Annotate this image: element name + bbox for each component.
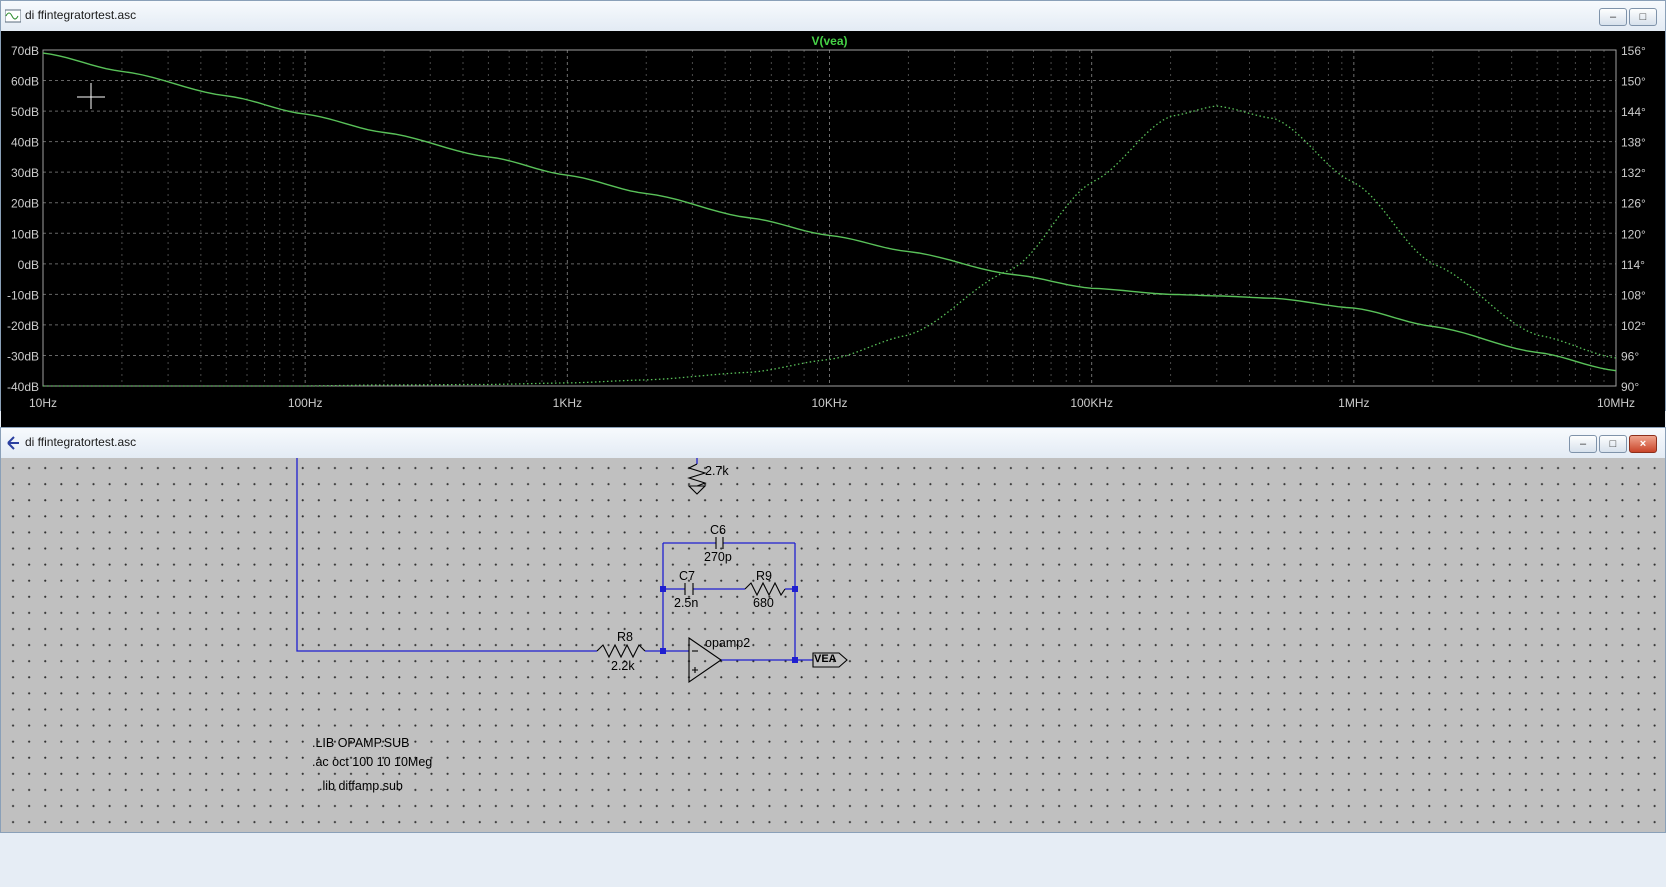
y-left-tick-label: 10dB bbox=[11, 227, 39, 241]
y-right-tick-label: 138° bbox=[1621, 136, 1646, 150]
plot-window: di ffintegratortest.asc – □ 70dB 156° 60dB… bbox=[0, 0, 1666, 430]
y-right-tick-label: 144° bbox=[1621, 105, 1646, 119]
y-left-tick-label: 40dB bbox=[11, 136, 39, 150]
plot-pane[interactable]: 70dB 156° 60dB 150° 50dB 144° 40dB 138° 30dB 132°… bbox=[1, 31, 1665, 430]
minimize-icon: – bbox=[1609, 11, 1617, 23]
y-left-tick-label: 50dB bbox=[11, 105, 39, 119]
x-tick-label: 100KHz bbox=[1070, 396, 1113, 410]
spice-directive[interactable]: .lib diffamp.sub bbox=[319, 779, 403, 793]
y-left-tick-label: 30dB bbox=[11, 166, 39, 180]
r9-symbol bbox=[744, 581, 786, 597]
y-left-tick-label: -20dB bbox=[7, 319, 39, 333]
opamp-symbol bbox=[688, 636, 722, 684]
y-left-tick-label: 20dB bbox=[11, 197, 39, 211]
spice-directive[interactable]: .ac oct 100 10 10Meg bbox=[312, 755, 433, 769]
plot-frame bbox=[42, 49, 1617, 387]
restore-button[interactable]: □ bbox=[1599, 435, 1627, 453]
r8-name: R8 bbox=[617, 630, 633, 644]
schematic-titlebar[interactable]: di ffintegratortest.asc – □ × bbox=[1, 428, 1665, 459]
y-right-tick-label: 114° bbox=[1621, 258, 1645, 272]
y-right-tick-label: 120° bbox=[1621, 227, 1646, 241]
restore-button[interactable]: □ bbox=[1629, 8, 1657, 26]
x-tick-label: 100Hz bbox=[288, 396, 323, 410]
c7-name: C7 bbox=[679, 569, 695, 583]
input-wire bbox=[296, 458, 597, 652]
y-right-tick-label: 108° bbox=[1621, 288, 1646, 302]
y-left-tick-label: 70dB bbox=[11, 44, 39, 58]
r8-value: 2.2k bbox=[611, 659, 635, 673]
y-left-tick-label: -40dB bbox=[7, 380, 39, 394]
bode-plot[interactable]: 70dB 156° 60dB 150° 50dB 144° 40dB 138° 30dB 132°… bbox=[1, 31, 1665, 410]
r9-name: R9 bbox=[756, 569, 772, 583]
y-right-tick-label: 132° bbox=[1621, 166, 1646, 180]
plot-title: V(vea) bbox=[811, 34, 847, 48]
y-right-tick-label: 126° bbox=[1621, 197, 1646, 211]
junction-dot bbox=[792, 657, 798, 663]
c6-symbol bbox=[715, 537, 724, 549]
r-top-value: 2.7k bbox=[705, 464, 729, 478]
x-tick-label: 1MHz bbox=[1338, 396, 1369, 410]
c7-symbol bbox=[684, 583, 694, 595]
junction-dot bbox=[792, 586, 798, 592]
junction-dot bbox=[660, 648, 666, 654]
r8-symbol bbox=[596, 643, 646, 659]
schematic-wiring[interactable] bbox=[1, 458, 1665, 832]
minimize-button[interactable]: – bbox=[1569, 435, 1597, 453]
ground-symbol bbox=[687, 485, 707, 495]
minimize-icon: – bbox=[1579, 438, 1587, 450]
r9-value: 680 bbox=[753, 596, 774, 610]
y-left-tick-label: -30dB bbox=[7, 349, 39, 363]
spice-directive[interactable]: .LIB OPAMP.SUB bbox=[312, 736, 410, 750]
plot-titlebar[interactable]: di ffintegratortest.asc – □ bbox=[1, 1, 1665, 32]
y-right-tick-label: 150° bbox=[1621, 75, 1646, 89]
y-left-tick-label: 0dB bbox=[18, 258, 39, 272]
waveform-app-icon bbox=[5, 9, 21, 23]
schematic-window-title: di ffintegratortest.asc bbox=[25, 435, 137, 449]
y-right-tick-label: 156° bbox=[1621, 44, 1646, 58]
y-right-tick-label: 90° bbox=[1621, 380, 1639, 394]
y-right-tick-label: 102° bbox=[1621, 319, 1646, 333]
net-label-vea[interactable]: VEA bbox=[814, 653, 837, 665]
minimize-button[interactable]: – bbox=[1599, 8, 1627, 26]
y-left-tick-label: 60dB bbox=[11, 75, 39, 89]
crosshair-cursor-icon bbox=[77, 83, 105, 109]
close-icon: × bbox=[1639, 438, 1647, 450]
trace-phase bbox=[43, 105, 1617, 387]
y-right-tick-label: 96° bbox=[1621, 349, 1639, 363]
restore-icon: □ bbox=[1609, 438, 1617, 450]
plot-window-title: di ffintegratortest.asc bbox=[25, 8, 137, 22]
x-tick-label: 10MHz bbox=[1597, 396, 1635, 410]
c6-value: 270p bbox=[704, 550, 732, 564]
c7-value: 2.5n bbox=[674, 596, 699, 610]
opamp-name: opamp2 bbox=[705, 636, 751, 650]
x-tick-label: 1KHz bbox=[553, 396, 582, 410]
restore-icon: □ bbox=[1639, 11, 1647, 23]
y-left-tick-label: -10dB bbox=[7, 288, 39, 302]
trace-magnitude bbox=[42, 52, 1617, 372]
resistor-top-symbol bbox=[687, 463, 707, 487]
schematic-app-icon bbox=[7, 436, 19, 450]
close-button[interactable]: × bbox=[1629, 435, 1657, 453]
schematic-canvas[interactable]: 2.7k C6 270p C7 2.5n R9 680 R8 2.2k opam… bbox=[1, 458, 1665, 832]
c6-name: C6 bbox=[710, 523, 726, 537]
opamp-plus bbox=[692, 667, 698, 673]
junction-dot bbox=[660, 586, 666, 592]
net-label-flag bbox=[812, 652, 848, 668]
x-tick-label: 10Hz bbox=[29, 396, 57, 410]
schematic-window: di ffintegratortest.asc – □ × bbox=[0, 427, 1666, 833]
x-tick-label: 10KHz bbox=[811, 396, 847, 410]
